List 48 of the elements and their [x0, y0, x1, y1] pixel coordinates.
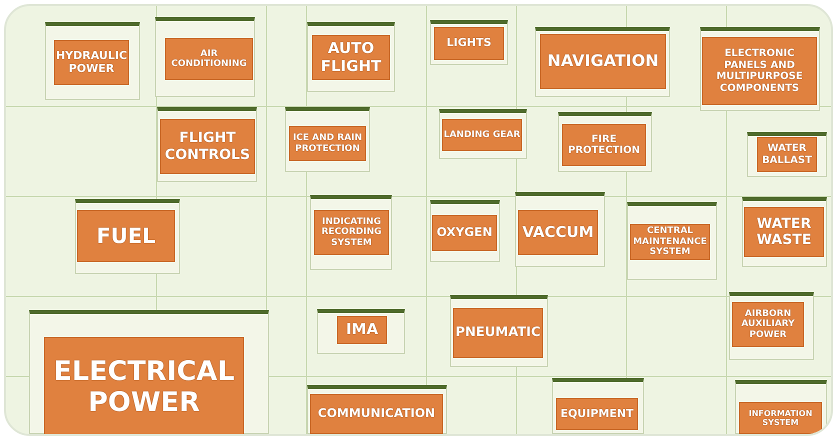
system-label: INFORMATION SYSTEM — [748, 408, 814, 428]
system-box — [742, 197, 827, 267]
system-label: FLIGHT CONTROLS — [164, 130, 252, 163]
system-box — [430, 20, 508, 65]
system-label: LIGHTS — [446, 37, 492, 50]
system-label: LANDING GEAR — [444, 130, 520, 140]
system-box — [450, 295, 548, 367]
system-box — [558, 112, 652, 172]
system-box — [75, 199, 180, 274]
system-box — [735, 380, 827, 434]
system-label: ELECTRONIC PANELS AND MULTIPURPOSE COMPONENTS — [715, 48, 804, 94]
system-label: ELECTRICAL POWER — [52, 356, 236, 418]
system-box — [307, 22, 395, 92]
system-label: AIRBORN AUXILIARY POWER — [740, 308, 796, 340]
system-box — [535, 27, 670, 97]
system-box — [157, 107, 257, 182]
system-box — [700, 27, 820, 111]
system-label: WATER BALLAST — [761, 143, 813, 166]
system-box — [29, 310, 269, 434]
system-label: ICE AND RAIN PROTECTION — [292, 133, 364, 154]
system-label: AUTO FLIGHT — [320, 40, 382, 75]
system-box — [430, 200, 500, 262]
system-label: INDICATING RECORDING SYSTEM — [320, 216, 382, 248]
system-label: OXYGEN — [436, 226, 492, 240]
system-label: PNEUMATIC — [455, 326, 541, 340]
system-box — [552, 378, 644, 434]
system-label: FUEL — [96, 224, 156, 248]
system-label: FIRE PROTECTION — [567, 134, 641, 156]
system-box — [45, 22, 140, 100]
system-box — [307, 385, 447, 434]
system-box — [729, 292, 814, 360]
system-label: COMMUNICATION — [318, 407, 436, 421]
system-label: VACCUM — [522, 224, 594, 242]
system-label: NAVIGATION — [547, 52, 659, 71]
system-box — [515, 192, 605, 267]
system-label: IMA — [346, 321, 378, 339]
system-label: CENTRAL MAINTENANCE SYSTEM — [632, 226, 708, 258]
system-box — [310, 195, 392, 270]
system-box — [627, 202, 717, 280]
system-label: EQUIPMENT — [560, 408, 634, 420]
system-box — [285, 107, 370, 172]
system-label: HYDRAULIC POWER — [55, 50, 128, 76]
system-box — [439, 109, 527, 159]
system-box — [155, 17, 255, 97]
system-box — [317, 309, 405, 354]
system-label: WATER WASTE — [756, 216, 812, 248]
system-label: AIR CONDITIONING — [170, 48, 248, 70]
system-box — [747, 132, 827, 177]
